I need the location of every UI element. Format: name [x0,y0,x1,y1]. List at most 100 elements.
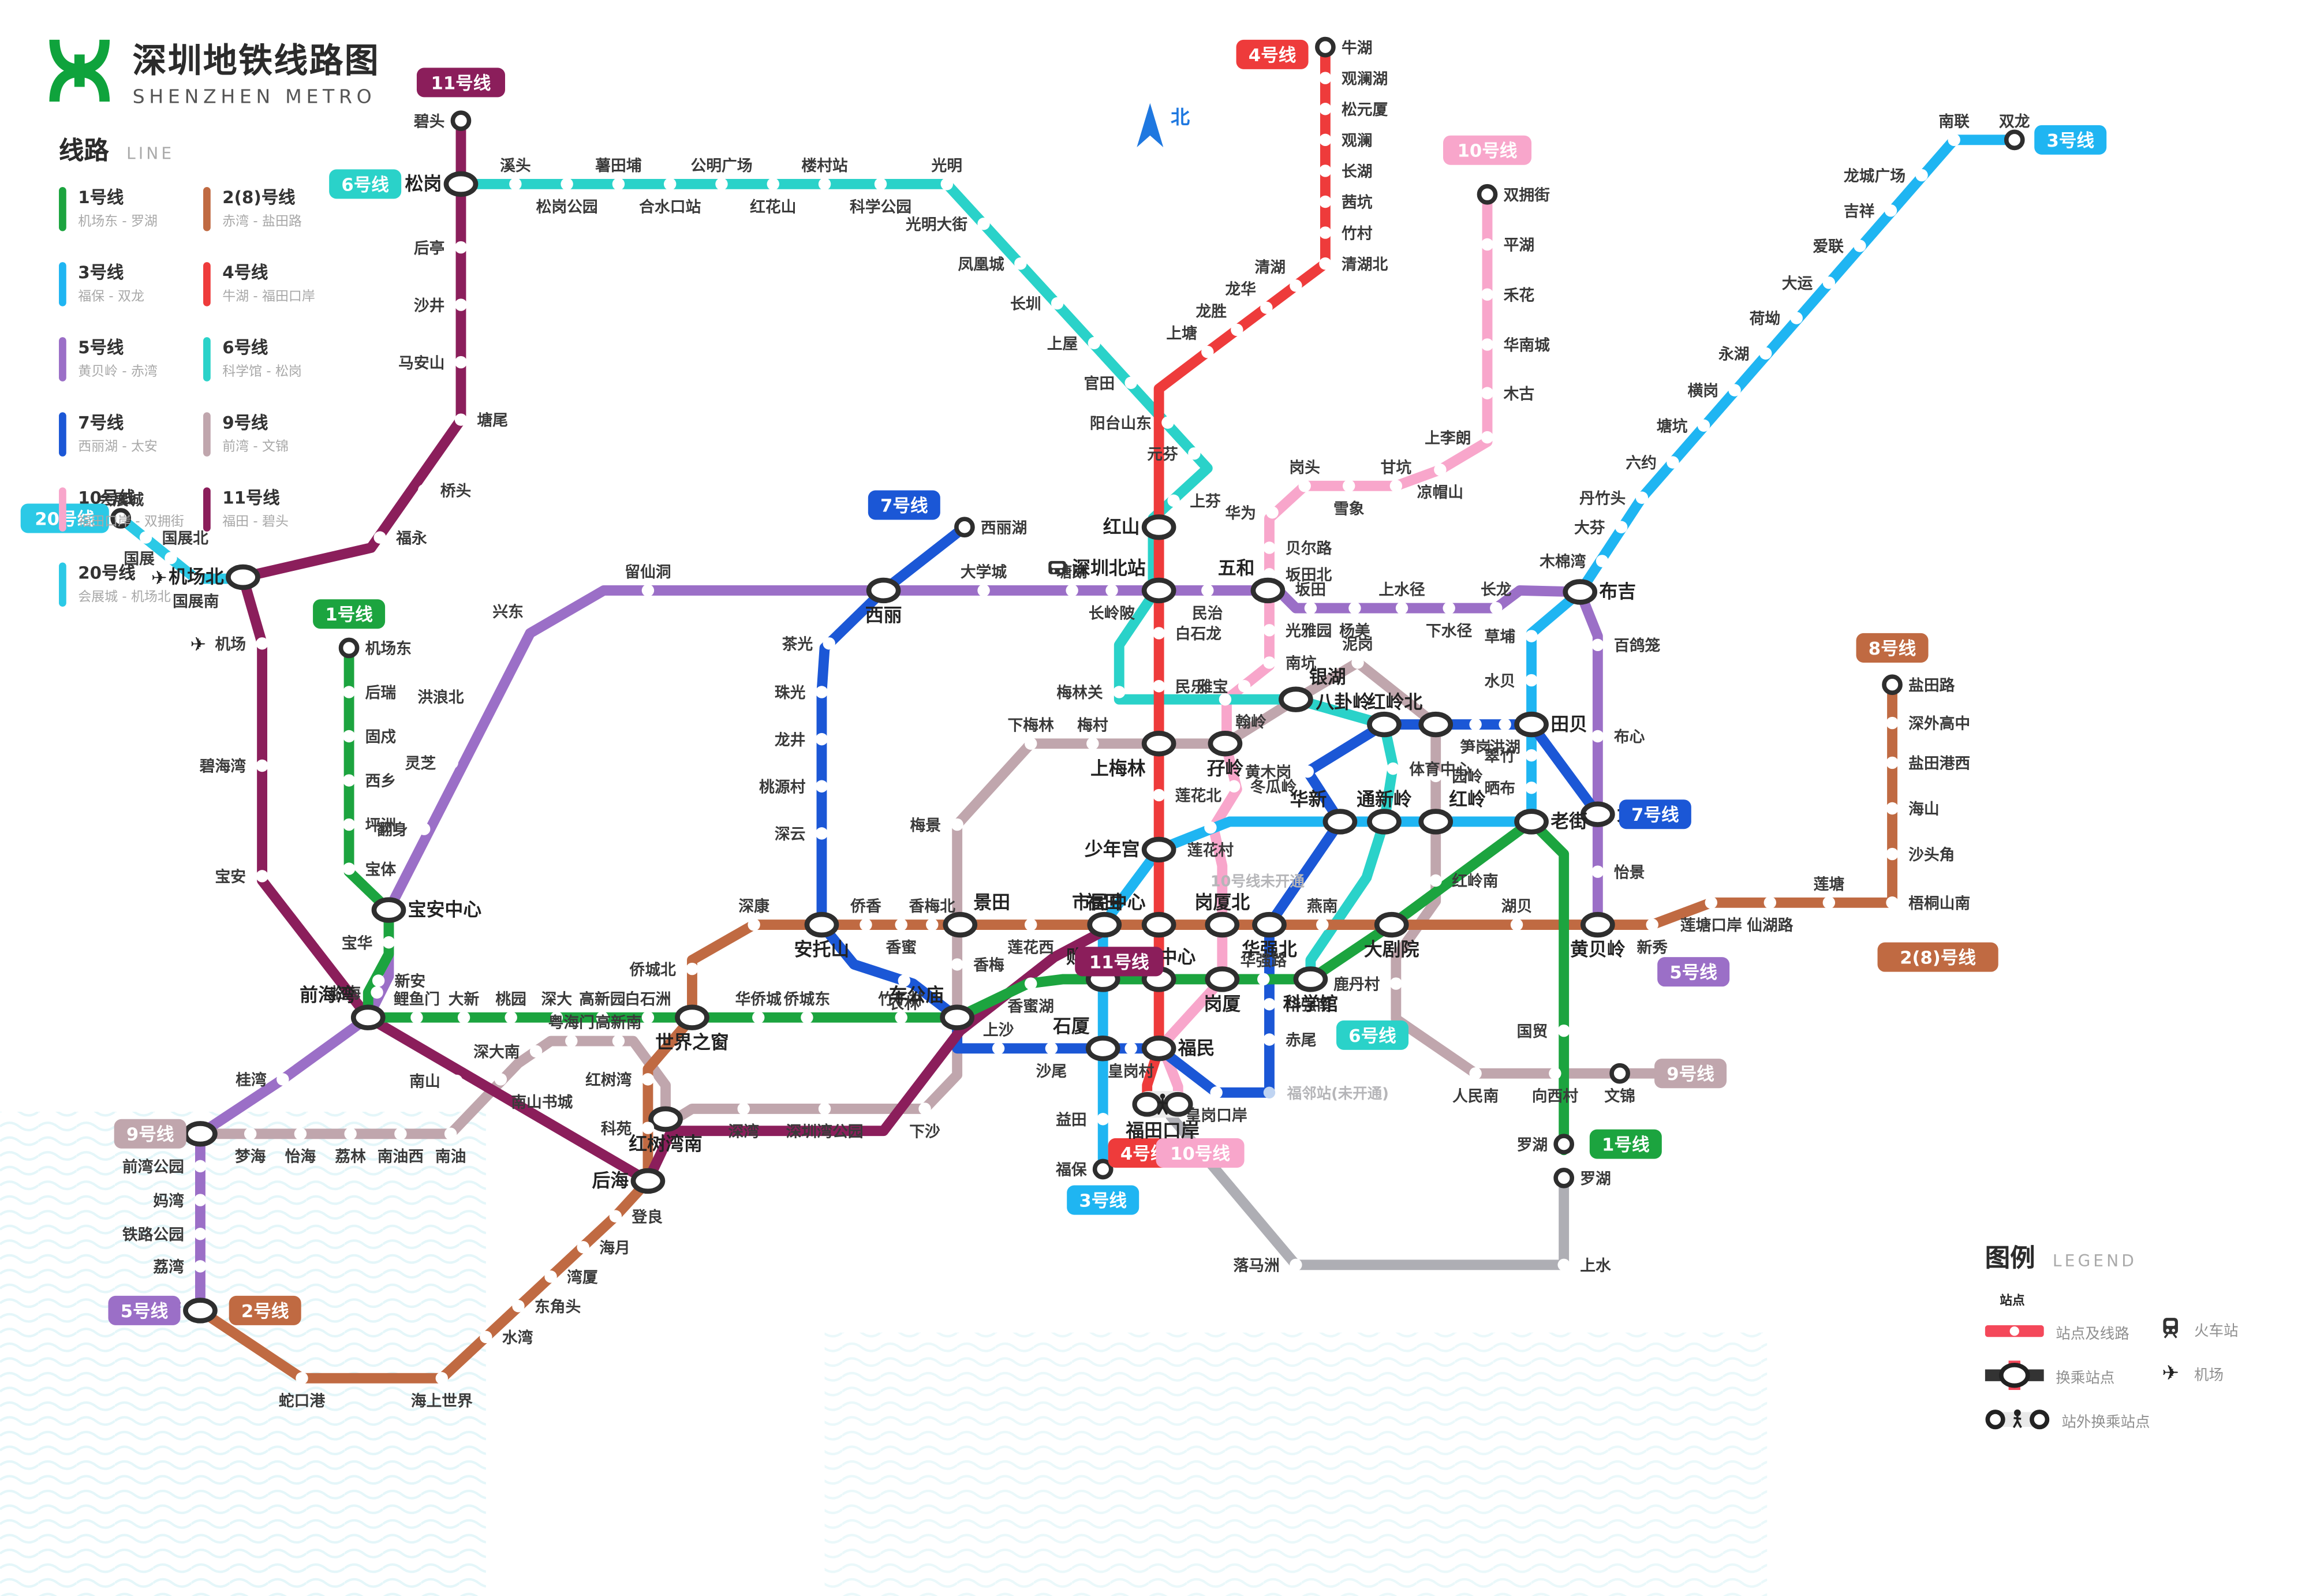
title-block: 深圳地铁线路图 SHENZHEN METRO [44,32,380,109]
station-label: 灵芝 [405,755,436,773]
station-label: 香梅 [973,956,1004,974]
line-badge-1号线: 1号线 [313,599,386,629]
line-route: 西丽湖 - 太安 [78,440,158,456]
station-dot [1263,541,1276,554]
station-dot [1884,204,1897,217]
station-label: 莲花村 [1187,842,1234,859]
station-dot [417,484,431,497]
interchange-station [1205,911,1240,938]
station-label: 黄木岗 [1245,764,1291,782]
station-label: 前海湾 [300,984,355,1006]
station-dot [1319,165,1332,177]
station-dot [446,756,458,769]
station-label: 福田 [1085,891,1123,913]
station-dot [612,1034,625,1048]
station-label: 景田 [973,891,1010,913]
interchange-station [1322,809,1358,835]
interchange-station [1367,711,1402,738]
station-dot [1228,780,1241,793]
station-dot [860,918,872,931]
line-badge-4号线: 4号线 [1236,39,1309,69]
station-dot [435,1372,449,1385]
station-label: 固戍 [365,728,397,746]
station-label: 上梅林 [1090,757,1146,779]
station-dot [1499,718,1511,731]
station-dot [294,1127,307,1140]
line-color-swatch [203,412,211,457]
station-label: 凉帽山 [1417,484,1463,502]
station-label: 上水径 [1378,581,1425,599]
station-label: 新秀 [1637,938,1668,956]
interchange-station [866,577,901,604]
station-label: 碧头 [413,113,445,130]
station-label: 深湾 [728,1122,759,1141]
line-list-item: 5号线黄贝岭 - 赤湾 [59,337,203,382]
station-label: 深大南 [473,1044,520,1061]
station-dot [1822,276,1836,289]
station-label: 国展 [124,550,155,568]
station-dot [1886,802,1899,815]
station-label: 五和 [1218,557,1255,579]
station-label: 上芬 [1190,493,1221,511]
station-label: 后海 [592,1169,629,1191]
legend-heading: 图例 LEGEND [1985,1244,2137,1274]
line-name: 20号线 [78,562,136,584]
station-label: 泥岗 [1342,636,1373,653]
station-label: 燕南 [1307,898,1338,915]
station-dot [926,918,939,931]
station-label: 仙湖路 [1747,916,1794,935]
interchange-station [1367,809,1402,835]
svg-text:5号线: 5号线 [121,1302,169,1322]
station-label: 香蜜 [886,939,917,956]
station-label: 永湖 [1718,345,1750,363]
station-label: 湾厦 [567,1268,598,1287]
station-label: 深外高中 [1908,715,1970,733]
station-label: 机场北 [169,566,224,588]
station-label: 侨城北 [629,961,677,979]
station-dot [342,818,356,831]
station-line-sample-icon [1985,1325,2044,1337]
station-label: 长龙 [1481,581,1512,599]
interchange-station [1293,966,1328,992]
station-dot [1051,297,1064,310]
station-dot [1257,973,1270,986]
station-label: 侨香 [850,898,881,915]
station-label: 福永 [395,529,427,547]
station-dot [752,1011,765,1024]
station-dot [194,1160,207,1173]
station-label: 清湖 [1254,259,1286,276]
station-label: 白石龙 [1175,625,1222,643]
oos-transfer-sample-icon [1985,1409,2050,1430]
station-label: 梧桐山南 [1908,895,1970,913]
station-label: 荔湾 [153,1258,184,1276]
station-label: 八卦岭 [1316,691,1371,713]
station-label: 东角头 [535,1298,581,1316]
station-dot [1646,918,1658,931]
station-label: 怡海 [285,1148,316,1166]
station-label: 横岗 [1687,382,1718,400]
interchange-station [1208,731,1243,757]
station-dot [612,178,625,190]
line-name: 5号线 [78,337,124,358]
station-dot [641,1122,655,1134]
station-label: 木棉湾 [1539,552,1586,571]
station-label: 杨美 [1339,622,1370,640]
station-label: 海月 [599,1239,630,1257]
station-label: 松元厦 [1342,101,1388,119]
station-dot [1290,1258,1302,1272]
station-label: 水湾 [502,1329,533,1347]
line-list-item: 3号线福保 - 双龙 [59,262,203,307]
station-dot [1728,384,1741,397]
station-dot [1481,387,1494,399]
line-route: 黄贝岭 - 赤湾 [78,365,158,381]
station-label: 晒布 [1484,780,1515,798]
station-dot [561,178,573,190]
station-dot [1304,601,1317,615]
station-dot [417,823,431,835]
line-color-swatch [203,487,211,532]
station-label: 翰岭 [1235,713,1266,731]
station-label: 深圳湾公园 [786,1122,864,1141]
station-dot [565,1034,578,1048]
interchange-station [350,1004,386,1030]
svg-text:9号线: 9号线 [1667,1064,1714,1085]
